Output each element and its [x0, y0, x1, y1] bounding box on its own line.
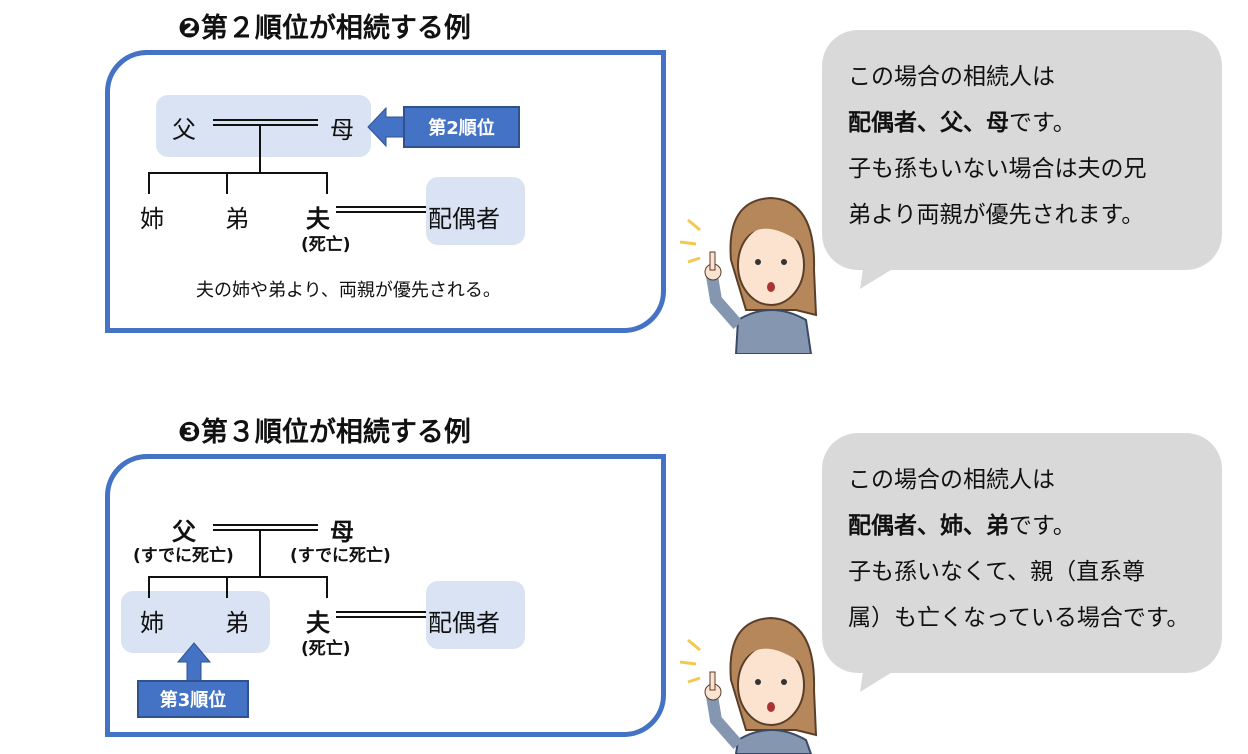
marriage-line	[213, 524, 318, 531]
spouse-label: 配偶者	[428, 609, 500, 637]
bubble-line: 配偶者、父、母です。	[848, 100, 1196, 146]
bubble-line: 子も孫もいない場合は夫の兄	[848, 156, 1147, 182]
bubble-line: 弟より両親が優先されます。	[848, 202, 1145, 228]
bubble-line: 属）も亡くなっている場合です。	[848, 605, 1190, 631]
brother-label: 弟	[225, 205, 249, 233]
rank-tag: 第3順位	[137, 680, 249, 718]
diagram-frame-3	[105, 454, 666, 737]
brother-label: 弟	[225, 609, 249, 637]
bubble-line: この場合の相続人は	[848, 467, 1055, 493]
drop-line	[148, 172, 150, 194]
bubble-text: です。	[1009, 513, 1076, 539]
mother-note: (すでに死亡)	[290, 546, 391, 566]
drop-line	[326, 576, 328, 598]
heirs: 配偶者、姉、弟	[848, 513, 1009, 539]
spouse-marriage-line	[336, 611, 428, 618]
drop-line	[148, 576, 150, 598]
diagram-frame-2	[105, 50, 666, 333]
woman-pointing-illustration	[679, 196, 818, 354]
husband-note: (死亡)	[301, 639, 351, 659]
sister-label: 姉	[140, 205, 164, 233]
descent-line	[259, 124, 261, 174]
sister-label: 姉	[140, 609, 164, 637]
woman-pointing-illustration	[679, 616, 818, 754]
husband-label: 夫	[306, 609, 330, 637]
descent-line	[259, 529, 261, 577]
speech-bubble: この場合の相続人は 配偶者、父、母です。 子も孫もいない場合は夫の兄 弟より両親…	[822, 30, 1222, 270]
arrow-up-icon	[176, 642, 212, 682]
spouse-highlight	[426, 581, 525, 649]
husband-label: 夫	[306, 205, 330, 233]
father-note: (すでに死亡)	[133, 546, 234, 566]
spouse-marriage-line	[336, 206, 428, 213]
heirs: 配偶者、父、母	[848, 110, 1009, 136]
speech-bubble: この場合の相続人は 配偶者、姉、弟です。 子も孫いなくて、親（直系尊 属）も亡く…	[822, 433, 1222, 673]
section-2-title: ❷第２順位が相続する例	[178, 13, 471, 44]
parents-highlight	[156, 95, 371, 157]
mother-label: 母	[330, 518, 354, 546]
mother-label: 母	[330, 116, 354, 144]
drop-line	[226, 576, 228, 598]
sibling-line	[148, 576, 328, 578]
bubble-line: 子も孫いなくて、親（直系尊	[848, 559, 1146, 585]
bubble-tail	[860, 255, 915, 289]
siblings-highlight	[121, 591, 270, 653]
drop-line	[226, 172, 228, 194]
father-label: 父	[172, 116, 196, 144]
caption: 夫の姉や弟より、両親が優先される。	[196, 280, 501, 301]
bubble-line: 配偶者、姉、弟です。	[848, 503, 1196, 549]
spouse-highlight	[426, 177, 525, 245]
husband-note: (死亡)	[301, 235, 351, 255]
arrow-left-icon	[367, 106, 406, 148]
bubble-text: です。	[1009, 110, 1076, 136]
bubble-line: この場合の相続人は	[848, 64, 1055, 90]
sibling-line	[148, 172, 328, 174]
rank-tag: 第2順位	[403, 106, 520, 148]
drop-line	[326, 172, 328, 194]
spouse-label: 配偶者	[428, 205, 500, 233]
father-label: 父	[172, 518, 196, 546]
marriage-line	[213, 119, 318, 126]
bubble-tail	[860, 658, 915, 692]
section-3-title: ❸第３順位が相続する例	[178, 417, 471, 448]
